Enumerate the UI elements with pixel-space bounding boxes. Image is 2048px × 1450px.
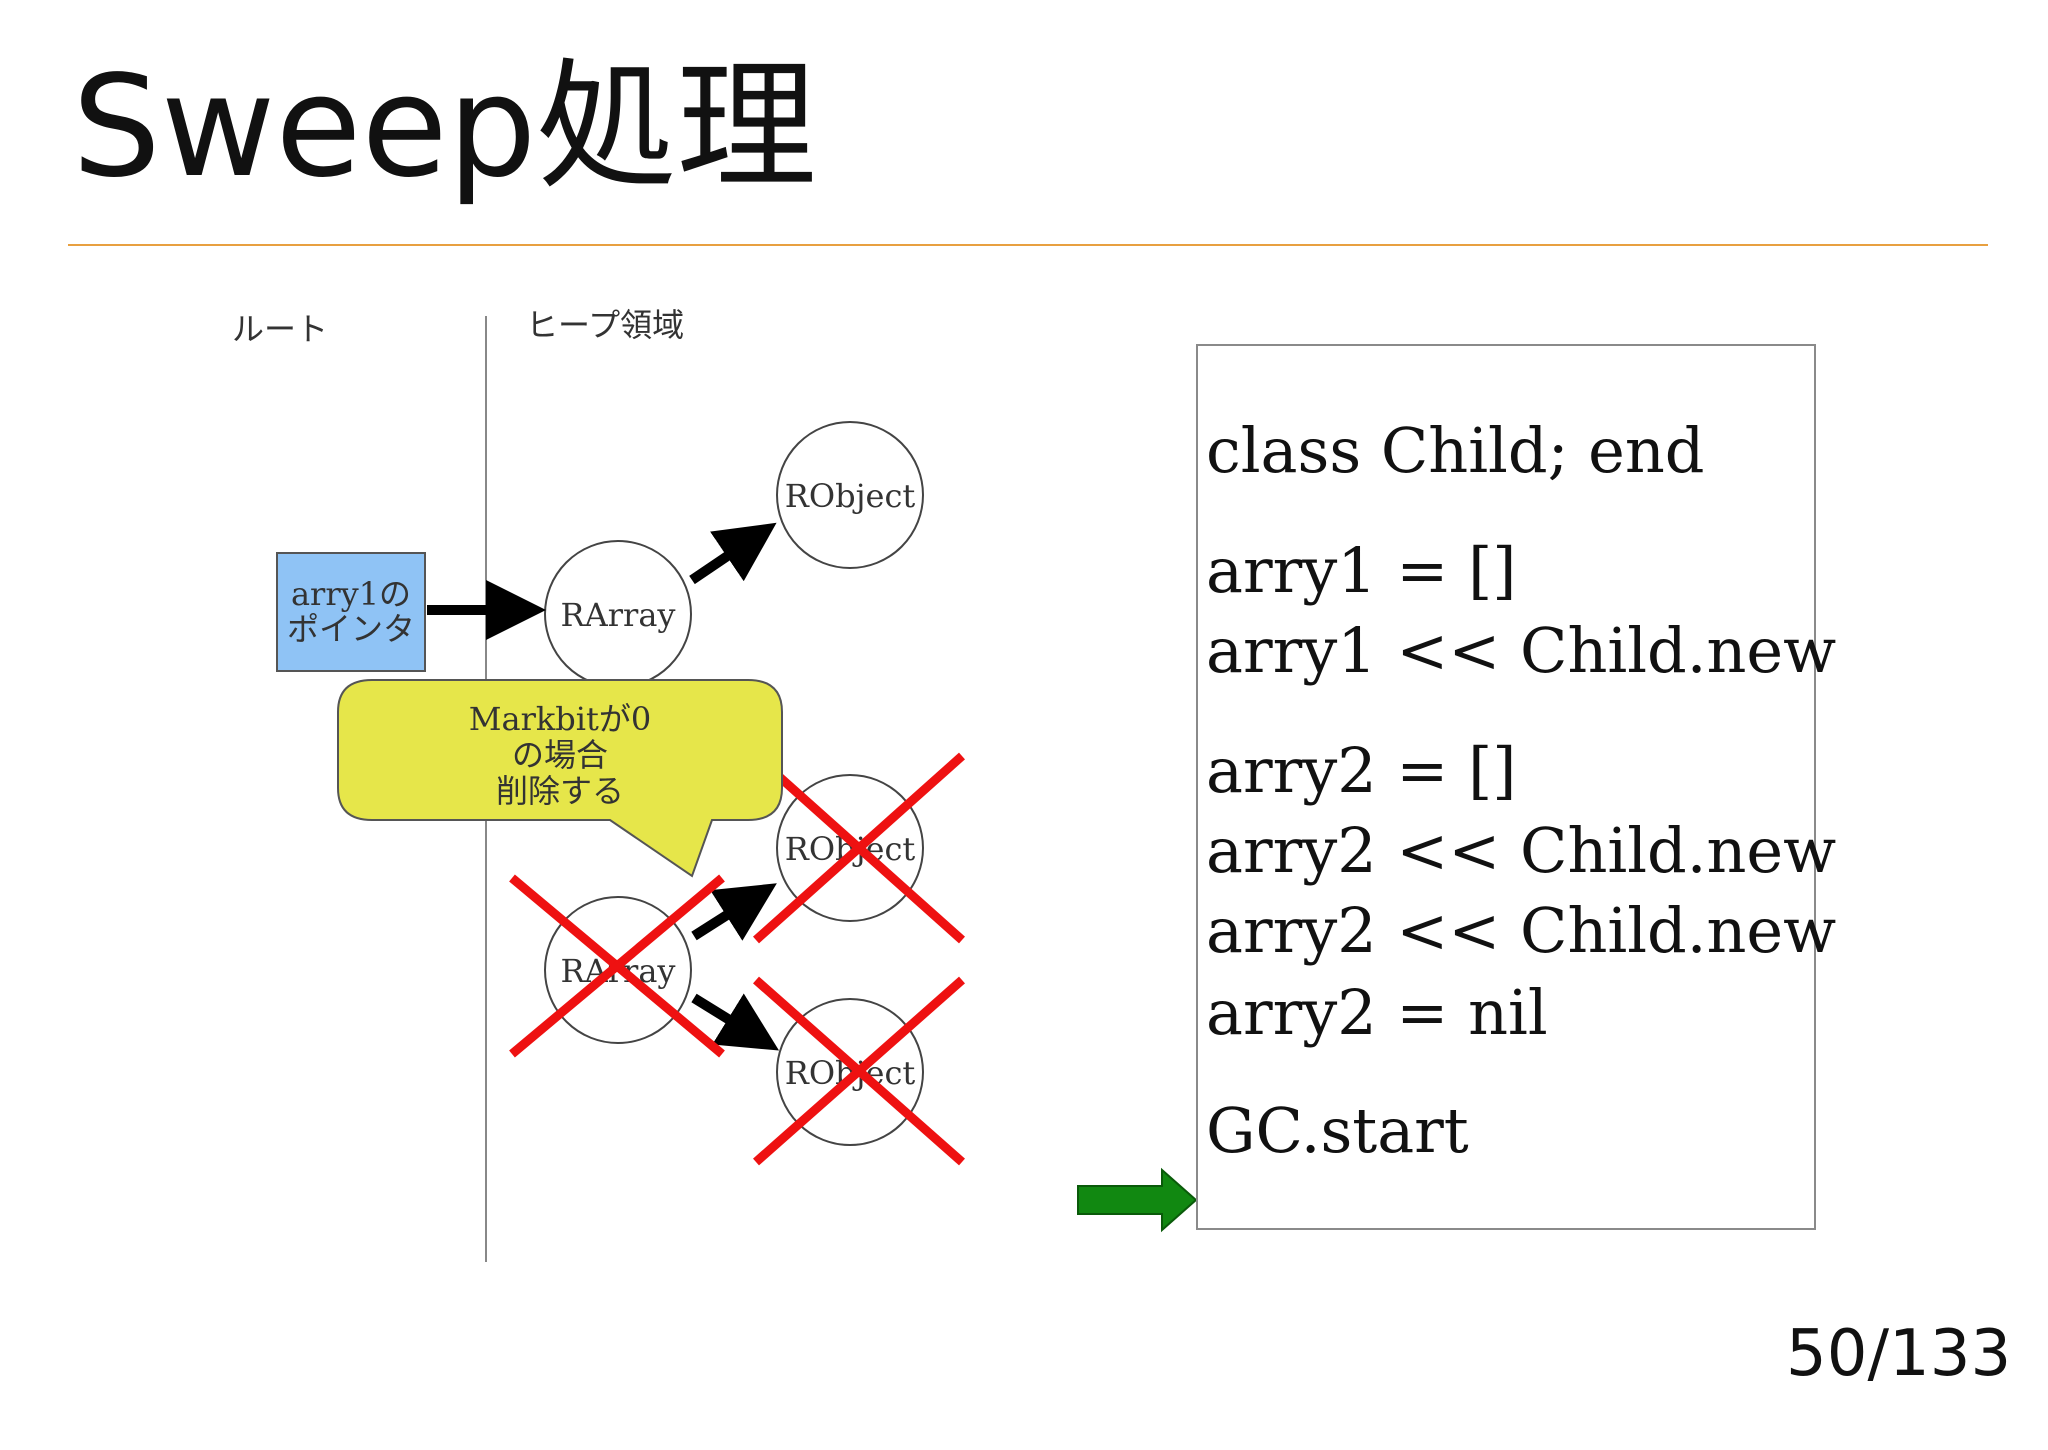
code-line: arry2 = [] xyxy=(1206,734,1517,807)
code-line: arry1 << Child.new xyxy=(1206,614,1837,687)
dead-array-to-object-arrow-1 xyxy=(691,883,777,941)
markbit-callout xyxy=(337,679,783,878)
code-panel xyxy=(1196,344,1816,1230)
cross-icon xyxy=(509,874,725,1058)
code-line: arry2 = nil xyxy=(1206,976,1548,1049)
page-number: 50/133 xyxy=(1786,1317,2012,1391)
cross-icon xyxy=(753,752,965,944)
callout-line2: の場合 xyxy=(512,736,608,774)
current-line-arrow-icon xyxy=(1077,1167,1198,1233)
callout-line1: Markbitが0 xyxy=(469,700,651,738)
pointer-box xyxy=(276,552,426,672)
pointer-label-line1: arry1の xyxy=(291,575,411,613)
root-label: ルート xyxy=(232,310,328,348)
dead-array-to-object-arrow-2 xyxy=(691,993,780,1051)
code-line: class Child; end xyxy=(1206,414,1705,487)
live-robject-node xyxy=(776,421,924,569)
cross-icon xyxy=(753,976,965,1166)
slide-title: Sweep処理 xyxy=(72,46,817,209)
pointer-label-line2: ポインタ xyxy=(287,610,415,648)
live-rarray-label: RArray xyxy=(561,596,676,634)
title-divider xyxy=(68,244,1988,246)
heap-label: ヒープ領域 xyxy=(526,306,684,344)
code-line: arry2 << Child.new xyxy=(1206,814,1837,887)
code-line: GC.start xyxy=(1206,1094,1469,1167)
code-line: arry1 = [] xyxy=(1206,534,1517,607)
code-line: arry2 << Child.new xyxy=(1206,894,1837,967)
callout-line3: 削除する xyxy=(496,772,624,810)
array-to-object-arrow xyxy=(689,522,777,585)
live-robject-label: RObject xyxy=(785,477,916,515)
